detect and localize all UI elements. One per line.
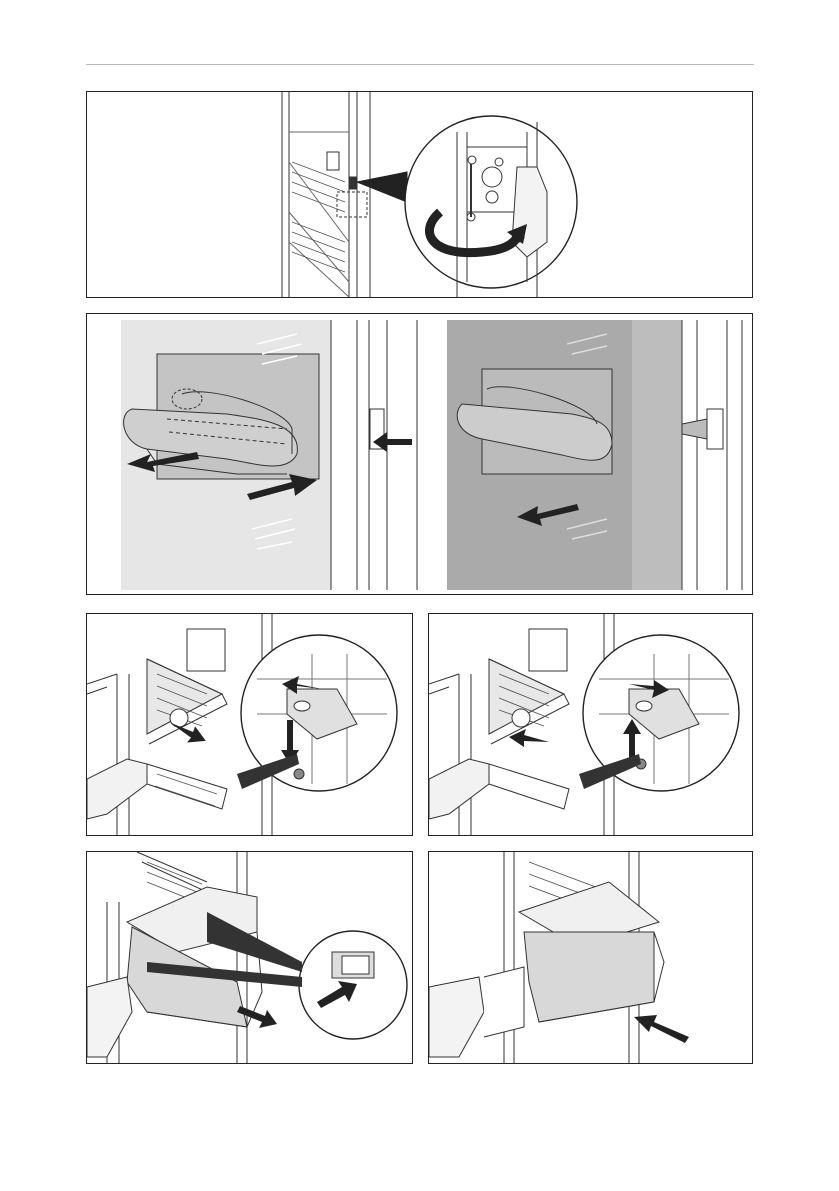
figure-shelf-lock-engage (428, 613, 753, 836)
figure-drawer-insert (428, 851, 753, 1064)
drawer-insert-illustration (429, 852, 752, 1063)
door-handle-illustration (87, 314, 752, 594)
figure-hinge-adjust (86, 91, 753, 298)
figure-shelf-lock-release (86, 613, 413, 836)
shelf-release-illustration (87, 614, 412, 835)
shelf-engage-illustration (429, 614, 752, 835)
header-rule (86, 64, 754, 65)
figure-door-handle (86, 313, 753, 595)
drawer-remove-illustration (87, 852, 412, 1063)
hinge-illustration (87, 92, 752, 297)
figure-drawer-remove (86, 851, 413, 1064)
